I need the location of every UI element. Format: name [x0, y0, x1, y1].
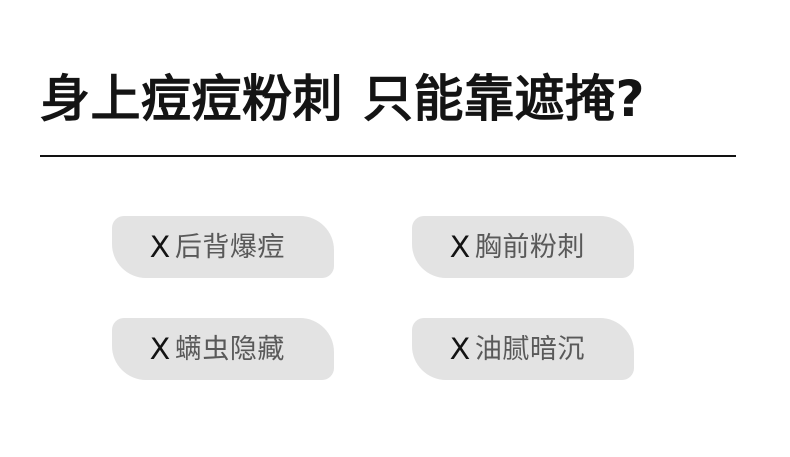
symptom-badge-label: 油腻暗沉 — [474, 333, 585, 365]
symptom-badge-grid: X 后背爆痘 X 胸前粉刺 X 螨虫隐藏 X 油腻暗沉 — [112, 216, 672, 380]
headline-part-2: 只能靠遮掩? — [363, 70, 646, 128]
symptom-badge-label: 胸前粉刺 — [474, 231, 585, 263]
page-title: 身上痘痘粉刺只能靠遮掩? — [40, 72, 740, 126]
symptom-badge-mites-hidden[interactable]: X 螨虫隐藏 — [112, 318, 334, 380]
headline-part-1: 身上痘痘粉刺 — [40, 70, 343, 128]
symptom-badge-label: 螨虫隐藏 — [174, 333, 285, 365]
headline-block: 身上痘痘粉刺只能靠遮掩? — [40, 72, 740, 126]
symptom-badge-chest-comedones[interactable]: X 胸前粉刺 — [412, 216, 634, 278]
symptom-badge-back-acne[interactable]: X 后背爆痘 — [112, 216, 334, 278]
cross-mark-icon: X — [149, 229, 171, 264]
symptom-badge-label: 后背爆痘 — [174, 231, 285, 263]
cross-mark-icon: X — [449, 229, 471, 264]
symptom-badge-oily-dull[interactable]: X 油腻暗沉 — [412, 318, 634, 380]
cross-mark-icon: X — [149, 331, 171, 366]
cross-mark-icon: X — [449, 331, 471, 366]
headline-divider — [40, 155, 736, 157]
